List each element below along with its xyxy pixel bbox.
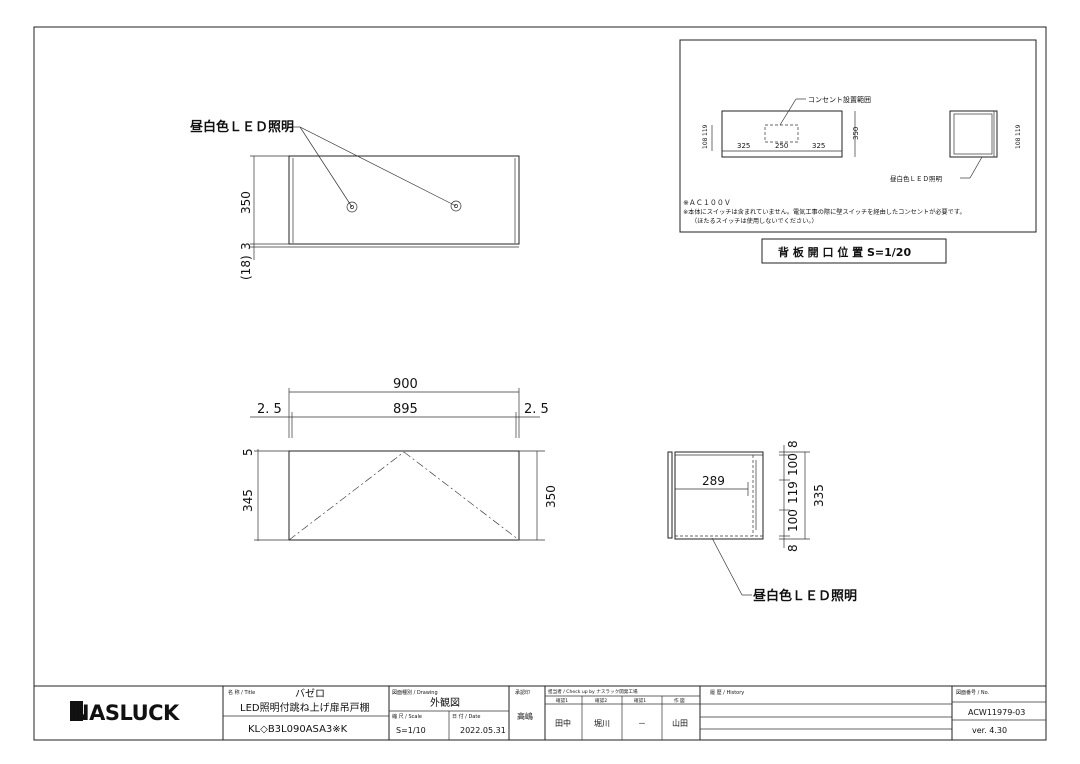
- dim-100-top: 100: [786, 453, 800, 476]
- dim-350-front: 350: [239, 191, 253, 214]
- back-opening-inset: コンセント設置範囲 325 250 325 350 108 119 昼白色ＬＥＤ…: [679, 39, 1037, 264]
- check1-name: 田中: [555, 718, 571, 728]
- drawing-number: ACW11979-03: [968, 708, 1025, 717]
- dim-100-bottom: 100: [786, 509, 800, 532]
- dim-119-inset: 119: [702, 124, 709, 136]
- dim-2-5-right: 2. 5: [524, 402, 549, 417]
- dim-325-right: 325: [812, 142, 825, 150]
- dim-5: 5: [241, 448, 255, 456]
- history-label: 履 歴 / History: [710, 690, 744, 696]
- back-opening-title: 背 板 開 口 位 置 S=1/20: [778, 245, 911, 259]
- drawing-no-label: 図面番号 / No.: [956, 689, 990, 696]
- dim-8-top: 8: [786, 440, 800, 448]
- check-label: 担当者 / Check up by ナスラック開発工場: [548, 688, 638, 695]
- dim-250: 250: [775, 142, 788, 150]
- scale-value: S=1/10: [396, 726, 426, 735]
- check2-label: 確認2: [595, 697, 607, 704]
- drawing-type-label: 図面種別 / Drawing: [392, 689, 438, 696]
- dim-895: 895: [393, 402, 418, 417]
- date-value: 2022.05.31: [460, 726, 506, 735]
- author-label: 作 図: [674, 697, 685, 704]
- author-name: 山田: [672, 718, 688, 728]
- company-logo: NASLUCK: [72, 701, 180, 725]
- dim-345: 345: [241, 489, 255, 512]
- dim-335: 335: [812, 484, 826, 507]
- led-label-inset: 昼白色ＬＥＤ照明: [890, 174, 943, 183]
- check3-name: －: [638, 719, 646, 728]
- date-label: 日 付 / Date: [452, 713, 480, 720]
- approver-name: 高嶋: [517, 711, 533, 721]
- dim-900: 900: [393, 377, 418, 392]
- note-switch-1: ※本体にスイッチは含まれていません。電気工事の際に壁スイッチを経由したコンセント…: [683, 208, 966, 216]
- version: ver. 4.30: [972, 726, 1007, 735]
- dim-18-front: (18): [239, 255, 253, 280]
- dim-119: 119: [786, 481, 800, 504]
- product-series: バゼロ: [295, 688, 325, 700]
- product-name: LED照明付跳ね上げ扉吊戸棚: [240, 701, 370, 714]
- model-number: KL◇B3L090ASA3※K: [248, 724, 348, 735]
- title-block: NASLUCK 名 称 / Title バゼロ LED照明付跳ね上げ扉吊戸棚 K…: [34, 685, 1046, 740]
- drawing-type: 外観図: [430, 696, 460, 709]
- dim-350-inset: 350: [852, 127, 860, 140]
- side-view: 289 昼白色ＬＥＤ照明 8 100 119 100 8 335: [667, 440, 857, 604]
- check1-label: 確認1: [556, 697, 568, 704]
- dim-2-5-left: 2. 5: [257, 402, 282, 417]
- scale-label: 縮 尺 / Scale: [392, 713, 422, 720]
- dim-119-inset-r: 119: [1015, 124, 1022, 136]
- dim-108-inset: 108: [702, 137, 709, 149]
- note-switch-2: （ほたるスイッチは使用しないでください。）: [691, 217, 818, 225]
- led-label-2: 昼白色ＬＥＤ照明: [753, 588, 857, 604]
- plan-view: 900 895 2. 5 2. 5 5 345 350: [241, 377, 558, 541]
- led-label-1: 昼白色ＬＥＤ照明: [190, 119, 294, 135]
- dim-325-left: 325: [737, 142, 750, 150]
- dim-3-front: 3: [239, 242, 253, 250]
- dim-8-bottom: 8: [786, 544, 800, 552]
- dim-108-inset-r: 108: [1015, 137, 1022, 149]
- approval-label: 承認印: [515, 689, 530, 696]
- sheet-border: [33, 26, 1047, 741]
- front-view: 昼白色ＬＥＤ照明 350 3 (18): [190, 119, 520, 280]
- outlet-range-label: コンセント設置範囲: [808, 95, 871, 104]
- note-ac: ※ＡＣ１００Ｖ: [683, 199, 731, 207]
- title-label: 名 称 / Title: [228, 689, 255, 696]
- dim-350-plan: 350: [544, 485, 558, 508]
- check2-name: 堀川: [594, 719, 610, 728]
- check3-label: 確認1: [634, 697, 646, 704]
- dim-289: 289: [702, 474, 725, 488]
